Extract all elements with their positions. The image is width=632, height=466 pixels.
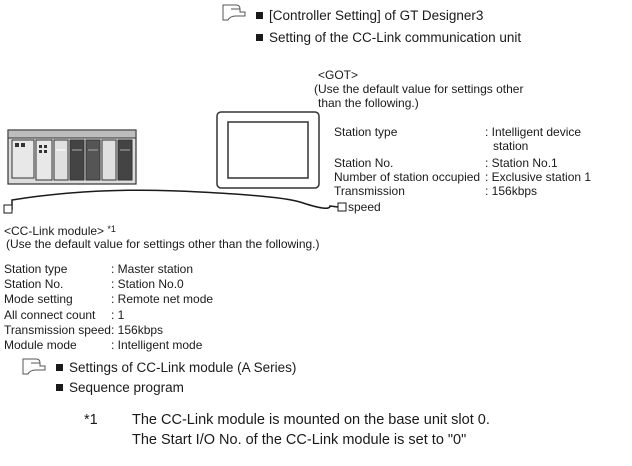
reference-cc-link-a-series[interactable]: Settings of CC-Link module (A Series) [56,360,296,375]
got-value-station-no: : Station No.1 [485,156,558,170]
footnote-mark: *1 [84,412,98,428]
cclink-value-transmission-speed: : 156kbps [111,323,164,337]
got-label-station-type: Station type [334,125,398,139]
cable-terminal-right [337,202,347,212]
cclink-title-text: <CC-Link module> [4,224,105,238]
cclink-value-mode-setting: : Remote net mode [111,292,214,306]
cclink-footnote-mark: *1 [107,224,116,234]
cclink-value-connect-count: : 1 [111,308,125,322]
reference-label: Setting of the CC-Link communication uni… [269,30,522,45]
got-value-stations-occupied: : Exclusive station 1 [485,170,592,184]
got-label-stations-occupied: Number of station occupied [334,170,481,184]
cclink-title: <CC-Link module> *1 [4,222,116,238]
footnote-line2: The Start I/O No. of the CC-Link module … [132,432,467,448]
got-note-line2: than the following.) [318,96,419,110]
got-unit [216,111,320,189]
reference-cc-link-unit[interactable]: Setting of the CC-Link communication uni… [256,30,521,45]
reference-label: [Controller Setting] of GT Designer3 [269,8,484,23]
cclink-label-mode-setting: Mode setting [4,292,73,306]
cclink-label-module-mode: Module mode [4,338,77,352]
got-value-station-type: : Intelligent device [485,125,582,139]
reference-controller-setting[interactable]: [Controller Setting] of GT Designer3 [256,8,483,23]
got-value-transmission: : 156kbps [485,184,538,198]
got-label-station-no: Station No. [334,156,394,170]
cclink-label-connect-count: All connect count [4,308,96,322]
got-label-transmission-2: speed [348,200,381,214]
reference-label: Settings of CC-Link module (A Series) [69,360,297,375]
cc-link-cable [11,189,339,210]
cclink-label-station-type: Station type [4,262,68,276]
cclink-value-station-type: : Master station [111,262,194,276]
reference-hand-icon-2 [22,358,46,375]
got-value-station-type-2: station [493,139,529,153]
cclink-label-station-no: Station No. [4,277,64,291]
cclink-label-transmission-speed: Transmission speed [4,323,111,337]
reference-sequence-program[interactable]: Sequence program [56,380,184,395]
footnote-line1: The CC-Link module is mounted on the bas… [132,412,490,428]
reference-hand-icon [222,4,246,21]
cclink-value-module-mode: : Intelligent mode [111,338,203,352]
got-label-transmission: Transmission [334,184,405,198]
cclink-value-station-no: : Station No.0 [111,277,184,291]
reference-label: Sequence program [69,380,184,395]
cable-terminal-left [3,204,13,214]
got-title: <GOT> [318,68,359,82]
plc-rack [7,129,137,185]
got-note-line1: (Use the default value for settings othe… [314,82,524,96]
cclink-note: (Use the default value for settings othe… [6,237,320,251]
